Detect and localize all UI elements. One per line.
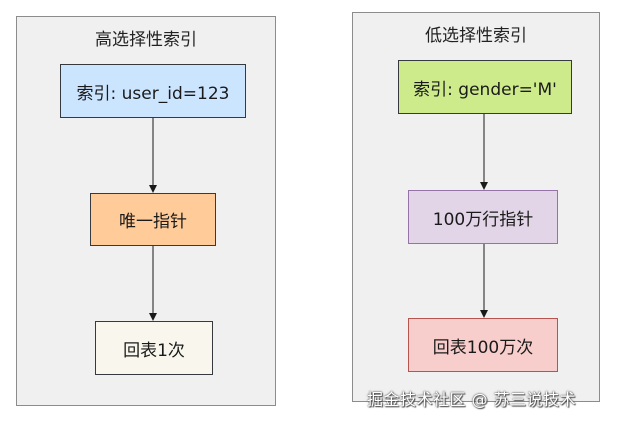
- node-million-pointers: 100万行指针: [408, 190, 558, 244]
- watermark-text: 掘金技术社区 @ 苏三说技术: [367, 390, 577, 409]
- node-lookup-million-label: 回表100万次: [432, 337, 534, 358]
- node-lookup-once-label: 回表1次: [123, 340, 185, 361]
- node-lookup-million: 回表100万次: [408, 318, 558, 372]
- node-unique-pointer-label: 唯一指针: [119, 212, 187, 232]
- node-index-gender: 索引: gender='M': [398, 60, 572, 114]
- right-panel-title: 低选择性索引: [425, 26, 527, 46]
- node-million-pointers-label: 100万行指针: [432, 209, 534, 230]
- node-lookup-once: 回表1次: [95, 321, 213, 375]
- node-index-user-id-label: 索引: user_id=123: [76, 83, 230, 104]
- node-index-user-id: 索引: user_id=123: [60, 64, 246, 118]
- node-unique-pointer: 唯一指针: [90, 193, 216, 246]
- left-panel-title: 高选择性索引: [95, 30, 197, 50]
- node-index-gender-label: 索引: gender='M': [413, 79, 557, 100]
